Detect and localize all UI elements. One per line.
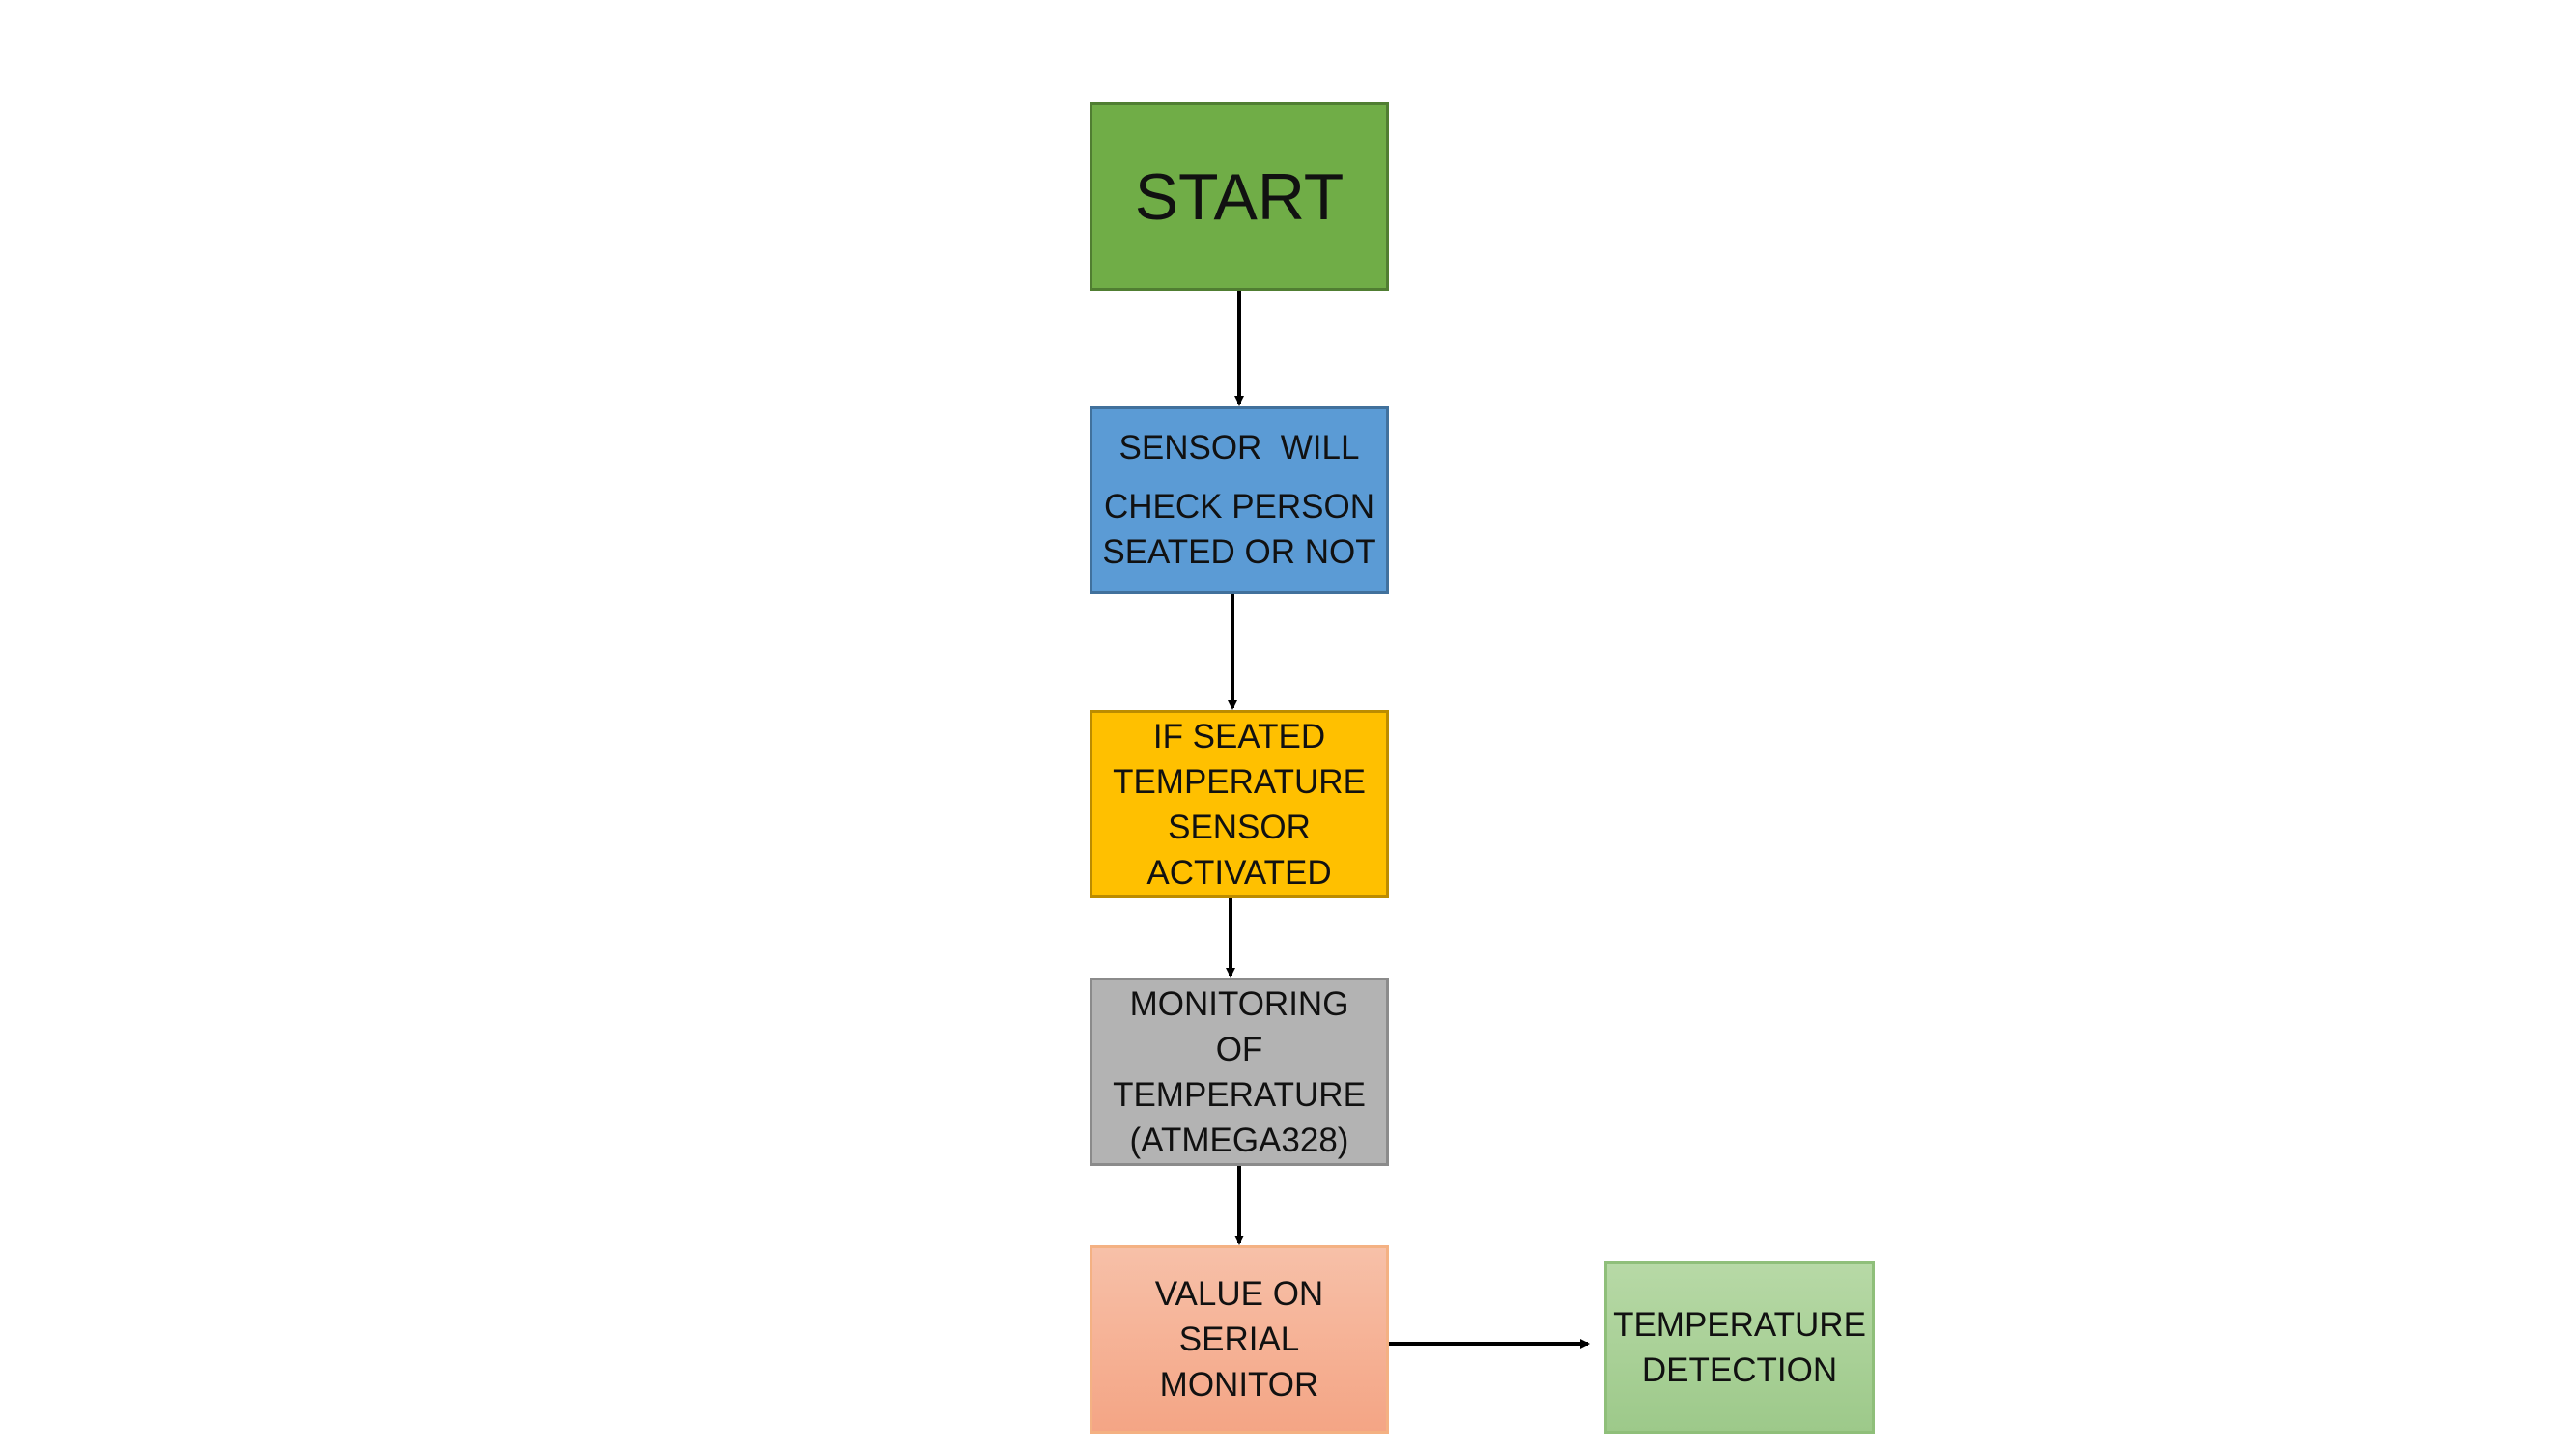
node-start-label: START (1134, 159, 1345, 234)
node-temperature-detection-line-1: TEMPERATURE (1613, 1305, 1866, 1344)
node-serial-monitor-line-3: MONITOR (1159, 1366, 1319, 1404)
node-start: START (1090, 102, 1389, 291)
node-if-seated: IF SEATED TEMPERATURE SENSOR ACTIVATED (1090, 710, 1389, 898)
node-monitoring-line-1: MONITORING (1129, 984, 1349, 1023)
node-if-seated-line-4: ACTIVATED (1146, 853, 1332, 892)
node-serial-monitor-line-1: VALUE ON (1154, 1275, 1324, 1313)
node-monitoring-line-2: OF (1215, 1030, 1263, 1068)
node-monitoring: MONITORING OF TEMPERATURE (ATMEGA328) (1090, 978, 1389, 1166)
node-sensor-check-line-1: SENSOR WILL (1118, 429, 1360, 467)
node-if-seated-line-3: SENSOR (1168, 808, 1311, 846)
node-if-seated-line-1: IF SEATED (1152, 717, 1326, 755)
node-monitoring-line-4: (ATMEGA328) (1129, 1121, 1349, 1159)
node-temperature-detection-line-2: DETECTION (1641, 1350, 1838, 1389)
node-if-seated-line-2: TEMPERATURE (1113, 762, 1366, 801)
node-temperature-detection: TEMPERATURE DETECTION (1604, 1261, 1875, 1434)
node-sensor-check-line-3: SEATED OR NOT (1102, 533, 1376, 571)
node-sensor-check-line-2: CHECK PERSON (1103, 488, 1375, 526)
node-monitoring-line-3: TEMPERATURE (1113, 1075, 1366, 1114)
node-serial-monitor: VALUE ON SERIAL MONITOR (1090, 1245, 1389, 1434)
node-sensor-check: SENSOR WILL CHECK PERSON SEATED OR NOT (1090, 406, 1389, 594)
node-serial-monitor-line-2: SERIAL (1178, 1321, 1300, 1358)
